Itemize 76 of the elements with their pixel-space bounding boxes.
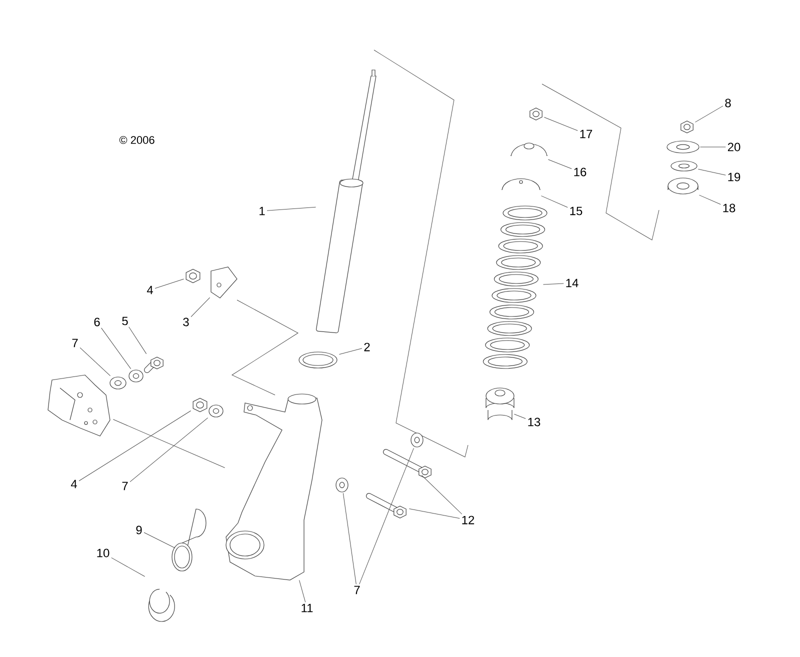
washer-drawing [668, 178, 698, 194]
clip-drawing [210, 266, 238, 298]
callout-number: 20 [728, 142, 740, 152]
callout-number: 17 [580, 130, 592, 138]
callout-number: 7 [122, 482, 128, 490]
leader-line [111, 557, 146, 577]
spring-cup-drawing [510, 142, 548, 156]
nut-drawing [186, 268, 200, 284]
bolt-drawing [366, 493, 406, 518]
callout-number: 4 [70, 480, 77, 488]
callout-number: 2 [364, 342, 370, 352]
leader-line [421, 474, 462, 514]
callout-number: 9 [136, 526, 142, 534]
leader-line [700, 146, 726, 148]
leader-line [544, 117, 578, 131]
leader-line [514, 414, 526, 419]
leader-line [190, 297, 210, 318]
o-ring-drawing [298, 352, 338, 368]
leader-line [698, 194, 721, 205]
brake-caliper-drawing [48, 374, 110, 436]
bushing-drawing [172, 508, 206, 572]
leader-line [130, 418, 208, 482]
callout-number: 8 [725, 98, 731, 108]
leader-line [128, 326, 147, 354]
shock-absorber-drawing [316, 70, 376, 334]
snap-ring-drawing [148, 588, 175, 622]
leader-line [144, 532, 176, 548]
callout-number: 4 [146, 286, 153, 294]
leader-line [408, 508, 460, 519]
callout-number: 14 [566, 278, 578, 288]
leader-line [112, 419, 226, 468]
callout-number: 16 [574, 168, 586, 176]
leader-line [694, 106, 724, 122]
leader-line [540, 196, 568, 208]
washer-drawing [128, 370, 144, 382]
callout-number: 10 [97, 548, 110, 558]
leader-line [80, 347, 111, 376]
washer-drawing [670, 160, 698, 172]
washer-drawing [336, 478, 348, 492]
callout-number: 7 [72, 338, 78, 348]
leader-line [154, 278, 184, 289]
spring-seat-drawing [502, 178, 540, 190]
nut-drawing [192, 398, 208, 412]
leader-line [299, 580, 306, 602]
washer-drawing [666, 140, 700, 154]
callout-number: 3 [183, 318, 189, 326]
callout-number: 1 [260, 206, 265, 216]
washer-drawing [208, 404, 224, 418]
callout-number: 18 [723, 204, 736, 212]
callout-number: 7 [354, 586, 360, 594]
leader-line [101, 328, 132, 370]
callout-number: 13 [528, 418, 540, 426]
copyright-note: © 2006 [119, 136, 154, 144]
callout-number: 6 [94, 318, 100, 326]
washer-drawing [110, 376, 126, 390]
washer-drawing [410, 432, 424, 448]
callout-number: 19 [728, 172, 740, 182]
leader-line [342, 492, 356, 584]
callout-number: 11 [302, 604, 313, 612]
nut-drawing [530, 108, 542, 120]
leader-line [338, 348, 362, 355]
coil-spring-drawing [482, 206, 548, 369]
steering-knuckle-drawing [226, 394, 322, 580]
leader-line [266, 206, 316, 211]
nut-drawing [680, 120, 694, 134]
callout-number: 12 [462, 516, 474, 524]
bolt-drawing [383, 449, 432, 478]
leader-line [359, 448, 414, 584]
bolt-drawing [144, 356, 164, 373]
leader-line [698, 168, 726, 176]
leader-line [78, 410, 192, 482]
callout-number: 15 [570, 206, 582, 216]
bump-stop-drawing [486, 388, 514, 420]
leader-line [542, 283, 564, 285]
callout-number: 5 [122, 316, 128, 326]
leader-line [548, 159, 572, 169]
